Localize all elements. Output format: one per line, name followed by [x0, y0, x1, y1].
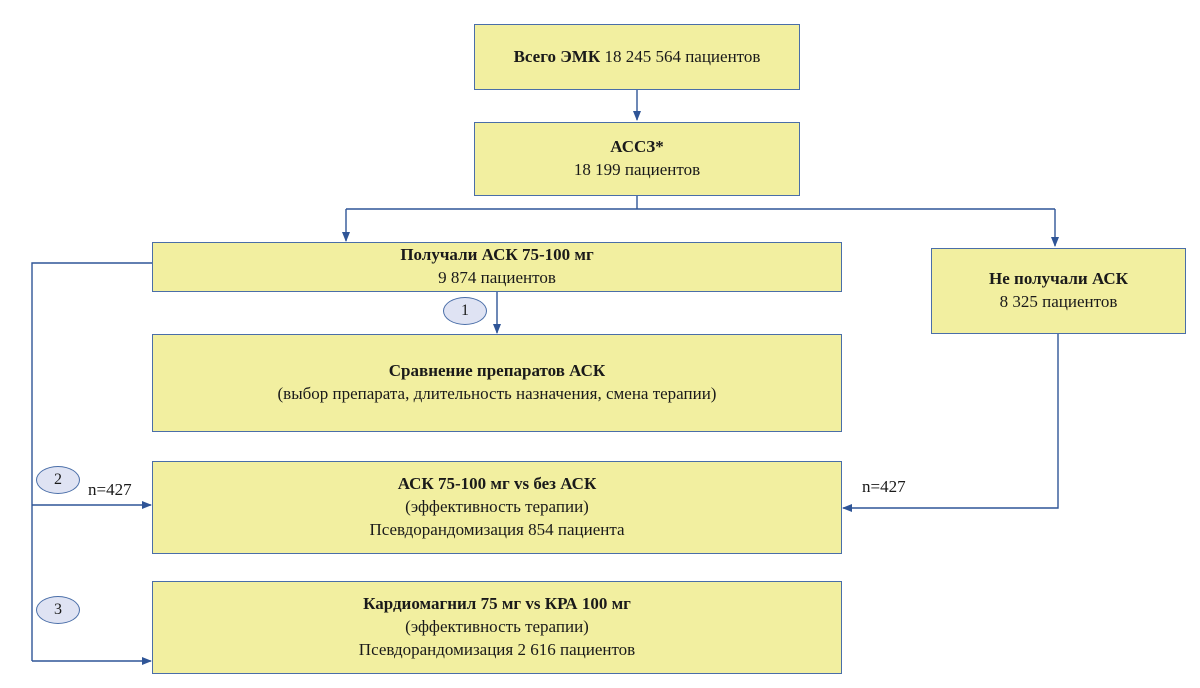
- node-total-bold: Всего ЭМК: [513, 46, 601, 66]
- marker-2-label: 2: [54, 471, 62, 488]
- line-received-left-branch: [31, 262, 152, 661]
- node-cardiomagnyl-vs-kra: Кардиомагнил 75 мг vs КРА 100 мг (эффект…: [152, 581, 842, 674]
- marker-2: 2: [36, 466, 80, 494]
- node-cardiomagnyl-line3: Псевдорандомизация 2 616 пациентов: [358, 639, 636, 659]
- node-not-received-bold: Не получали АСК: [989, 269, 1128, 289]
- edge-label-right-n: n=427: [862, 477, 906, 496]
- node-compare-ask: Сравнение препаратов АСК (выбор препарат…: [152, 334, 842, 432]
- node-total-emr: Всего ЭМК 18 245 564 пациентов: [474, 24, 800, 90]
- node-vs-no-ask-line3: Псевдорандомизация 854 пациента: [369, 519, 625, 539]
- marker-3: 3: [36, 596, 80, 624]
- node-ascvd: АССЗ* 18 199 пациентов: [474, 122, 800, 196]
- edge-label-left-n: n=427: [88, 480, 132, 499]
- node-not-received-text: 8 325 пациентов: [999, 292, 1118, 311]
- node-ascvd-text: 18 199 пациентов: [573, 160, 701, 179]
- node-cardiomagnyl-bold: Кардиомагнил 75 мг vs КРА 100 мг: [363, 594, 631, 614]
- node-total-text: 18 245 564 пациентов: [604, 46, 761, 66]
- marker-3-label: 3: [54, 601, 62, 618]
- marker-1-label: 1: [461, 302, 469, 319]
- node-received-ask: Получали АСК 75-100 мг 9 874 пациентов: [152, 242, 842, 292]
- node-vs-no-ask-bold: АСК 75-100 мг vs без АСК: [397, 474, 597, 494]
- node-compare-bold: Сравнение препаратов АСК: [388, 361, 606, 381]
- node-received-text: 9 874 пациентов: [438, 268, 556, 287]
- node-cardiomagnyl-line2: (эффективность терапии): [405, 617, 589, 637]
- marker-1: 1: [443, 297, 487, 325]
- node-received-bold: Получали АСК 75-100 мг: [400, 245, 594, 265]
- node-not-received-ask: Не получали АСК 8 325 пациентов: [931, 248, 1186, 334]
- node-vs-no-ask-line2: (эффективность терапии): [405, 497, 589, 517]
- arrow-not-received-to-vs: [842, 334, 1059, 512]
- node-ascvd-bold: АССЗ*: [610, 137, 664, 157]
- node-vs-no-ask: АСК 75-100 мг vs без АСК (эффективность …: [152, 461, 842, 554]
- node-compare-text: (выбор препарата, длительность назначени…: [277, 384, 717, 403]
